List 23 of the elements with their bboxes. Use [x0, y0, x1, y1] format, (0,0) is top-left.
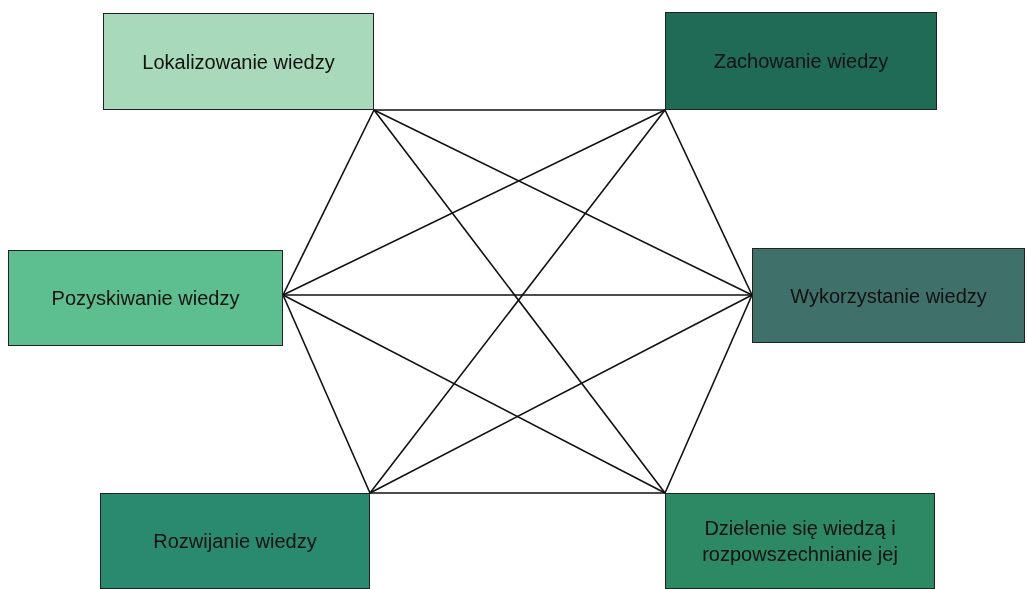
box-label: Pozyskiwanie wiedzy [51, 286, 240, 311]
connector-line [282, 294, 371, 494]
connector-line [373, 109, 666, 111]
process-box [100, 493, 370, 589]
process-box [8, 250, 283, 346]
process-box [103, 13, 374, 110]
process-box [665, 12, 937, 110]
process-box [665, 493, 935, 589]
connector-line [282, 294, 666, 494]
connector-line [282, 294, 753, 296]
box-label: Dzielenie się wiedzą i rozpowszechnianie jej [701, 516, 899, 567]
connector-line [282, 109, 375, 296]
connector-line [664, 109, 753, 296]
connector-line [373, 109, 753, 296]
box-label: Zachowanie wiedzy [713, 49, 889, 74]
connector-line [664, 294, 753, 494]
box-label: Rozwijanie wiedzy [153, 529, 317, 554]
connector-line [369, 294, 753, 494]
box-label: Lokalizowanie wiedzy [142, 49, 335, 75]
box-label: Wykorzystanie wiedzy [790, 283, 987, 309]
connector-line [369, 492, 666, 494]
process-box [752, 248, 1025, 343]
connector-line [282, 109, 666, 296]
